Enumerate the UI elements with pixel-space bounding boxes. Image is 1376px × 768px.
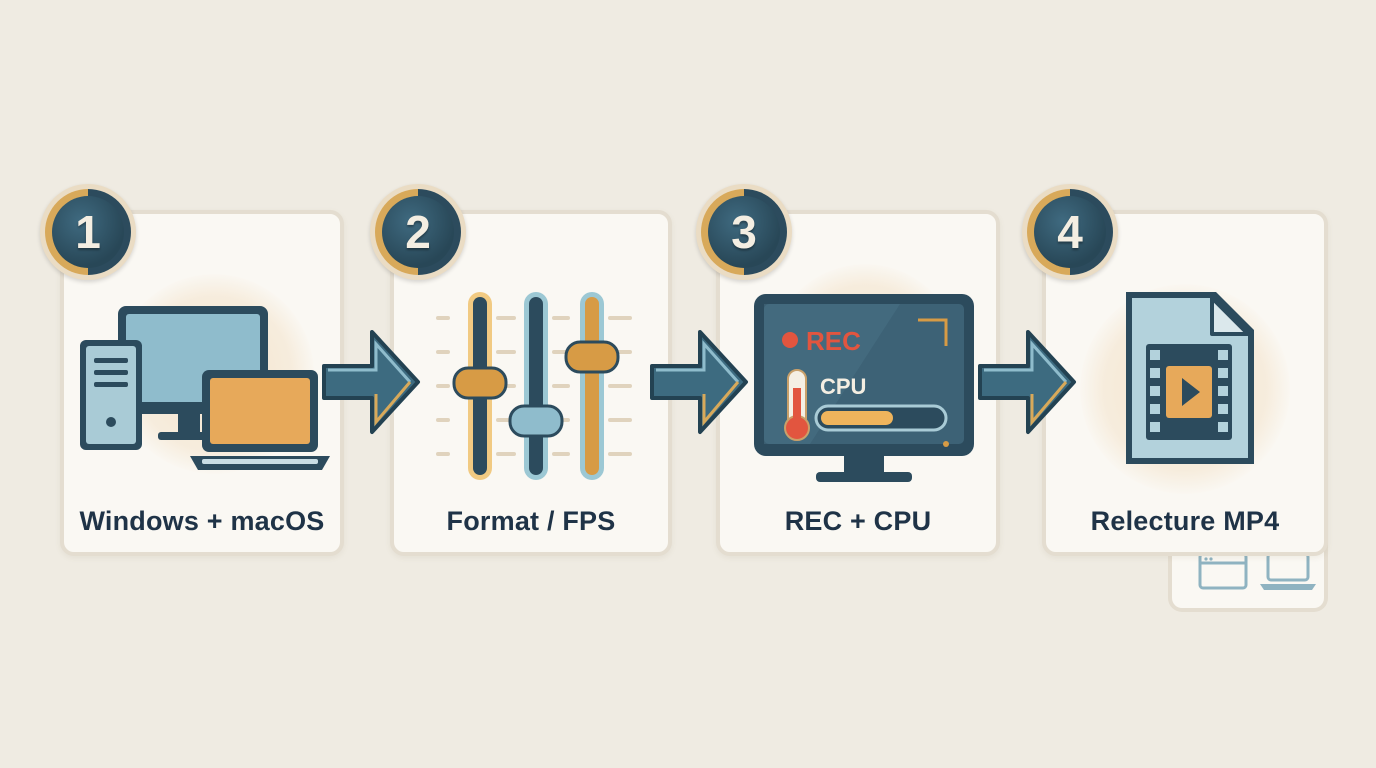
- arrow-right-icon: [650, 330, 748, 434]
- sliders-icon: [436, 292, 632, 480]
- step-number: 1: [52, 196, 124, 268]
- laptop-small-icon: [1260, 552, 1316, 590]
- rec-dot-icon: [782, 332, 798, 348]
- step-number: 4: [1034, 196, 1106, 268]
- arrow-right-icon: [978, 330, 1076, 434]
- step-label: Relecture MP4: [1090, 506, 1280, 536]
- step-badge-3: 3: [696, 184, 792, 280]
- step-card-1: Windows + macOS: [60, 210, 344, 556]
- cpu-bar-fill: [821, 411, 893, 425]
- step-number: 3: [708, 196, 780, 268]
- platform-icons: [1198, 552, 1316, 590]
- step-label: REC + CPU: [784, 506, 932, 536]
- arrow-right-icon: [322, 330, 420, 434]
- video-file-icon: [1126, 292, 1254, 464]
- step-badge-4: 4: [1022, 184, 1118, 280]
- step-label: Format / FPS: [446, 506, 616, 536]
- rec-text: REC: [806, 326, 861, 356]
- step-badge-2: 2: [370, 184, 466, 280]
- browser-window-icon: [1198, 552, 1248, 590]
- step-number: 2: [382, 196, 454, 268]
- step-badge-1: 1: [40, 184, 136, 280]
- step-label: Windows + macOS: [79, 506, 325, 536]
- computer-devices-icon: [80, 306, 330, 470]
- monitor-recording-icon: REC CPU: [754, 294, 974, 482]
- cpu-text: CPU: [820, 374, 866, 399]
